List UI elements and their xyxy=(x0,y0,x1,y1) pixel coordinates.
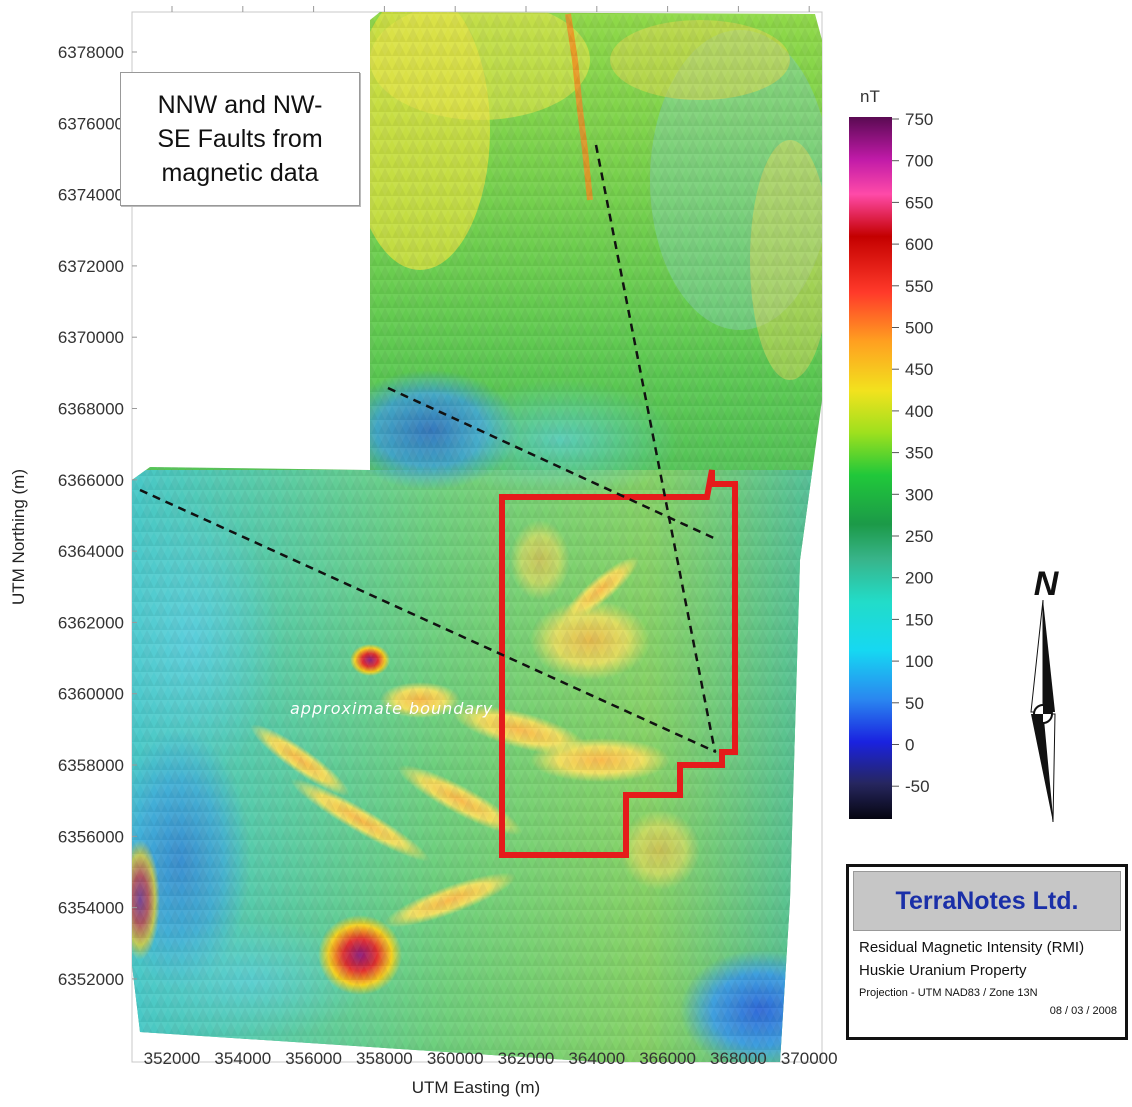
colorbar-tick-label: 50 xyxy=(905,694,924,713)
y-tick-label: 6360000 xyxy=(58,685,124,704)
x-axis-ticks: 352000 354000 356000 358000 360000 362000 3640… xyxy=(144,6,838,1068)
colorbar-tick-label: 400 xyxy=(905,402,933,421)
colorbar-tick-label: 250 xyxy=(905,527,933,546)
y-tick-label: 6370000 xyxy=(58,328,124,347)
colorbar-tick-label: 600 xyxy=(905,235,933,254)
colorbar-tick-label: 500 xyxy=(905,319,933,338)
company-name: TerraNotes Ltd. xyxy=(853,871,1121,931)
y-tick-label: 6372000 xyxy=(58,257,124,276)
colorbar-tick-label: 650 xyxy=(905,193,933,212)
north-arrow-icon: N xyxy=(1030,565,1060,823)
colorbar-tick-label: 100 xyxy=(905,652,933,671)
y-tick-label: 6358000 xyxy=(58,756,124,775)
y-tick-label: 6364000 xyxy=(58,542,124,561)
y-tick-label: 6374000 xyxy=(58,186,124,205)
y-axis-title: UTM Northing (m) xyxy=(9,469,28,605)
y-tick-label: 6366000 xyxy=(58,471,124,490)
x-tick-label: 354000 xyxy=(214,1049,271,1068)
colorbar xyxy=(849,117,892,819)
property-outline xyxy=(499,469,738,858)
x-tick-label: 370000 xyxy=(781,1049,838,1068)
colorbar-tick-label: 350 xyxy=(905,444,933,463)
colorbar-tick-label: 450 xyxy=(905,360,933,379)
north-label: N xyxy=(1034,565,1060,603)
colorbar-tick-label: -50 xyxy=(905,777,930,796)
colorbar-tick-label: 200 xyxy=(905,569,933,588)
colorbar-tick-label: 300 xyxy=(905,485,933,504)
colorbar-tick-label: 700 xyxy=(905,152,933,171)
legend-date: 08 / 03 / 2008 xyxy=(1049,1005,1117,1017)
x-tick-label: 366000 xyxy=(639,1049,696,1068)
boundary-annotation: approximate boundary xyxy=(290,699,493,718)
x-axis-title: UTM Easting (m) xyxy=(412,1078,540,1097)
y-axis-ticks: 6378000 6376000 6374000 6372000 6370000 63680… xyxy=(58,43,137,989)
colorbar-tick-label: 750 xyxy=(905,110,933,129)
x-tick-label: 360000 xyxy=(427,1049,484,1068)
map-title-line-2: SE Faults from xyxy=(157,125,323,153)
colorbar-tick-label: 550 xyxy=(905,277,933,296)
legend-line-2: Huskie Uranium Property xyxy=(859,962,1027,979)
map-title-line-3: magnetic data xyxy=(161,159,319,187)
y-tick-label: 6362000 xyxy=(58,613,124,632)
x-tick-label: 368000 xyxy=(710,1049,767,1068)
map-title-line-1: NNW and NW- xyxy=(157,91,323,119)
fault-line-nw-south xyxy=(139,488,717,754)
x-tick-label: 364000 xyxy=(568,1049,625,1068)
y-tick-label: 6368000 xyxy=(58,400,124,419)
colorbar-ticks: 7507006506005505004504003503002502001501… xyxy=(892,110,933,796)
legend-line-1: Residual Magnetic Intensity (RMI) xyxy=(859,939,1085,956)
x-tick-label: 362000 xyxy=(498,1049,555,1068)
fault-lines xyxy=(139,144,719,754)
title-block: TerraNotes Ltd. Residual Magnetic Intens… xyxy=(846,864,1128,1040)
colorbar-unit: nT xyxy=(860,87,880,106)
y-tick-label: 6354000 xyxy=(58,899,124,918)
x-tick-label: 352000 xyxy=(144,1049,201,1068)
fault-line-nnw xyxy=(594,144,717,753)
y-tick-label: 6378000 xyxy=(58,43,124,62)
y-tick-label: 6376000 xyxy=(58,114,124,133)
x-tick-label: 356000 xyxy=(285,1049,342,1068)
map-title-box: NNW and NW- SE Faults from magnetic data xyxy=(120,72,360,206)
fault-line-nw-north xyxy=(387,386,719,542)
legend-projection: Projection - UTM NAD83 / Zone 13N xyxy=(859,987,1038,999)
colorbar-tick-label: 150 xyxy=(905,610,933,629)
y-tick-label: 6356000 xyxy=(58,827,124,846)
y-tick-label: 6352000 xyxy=(58,970,124,989)
x-tick-label: 358000 xyxy=(356,1049,413,1068)
colorbar-tick-label: 0 xyxy=(905,736,914,755)
